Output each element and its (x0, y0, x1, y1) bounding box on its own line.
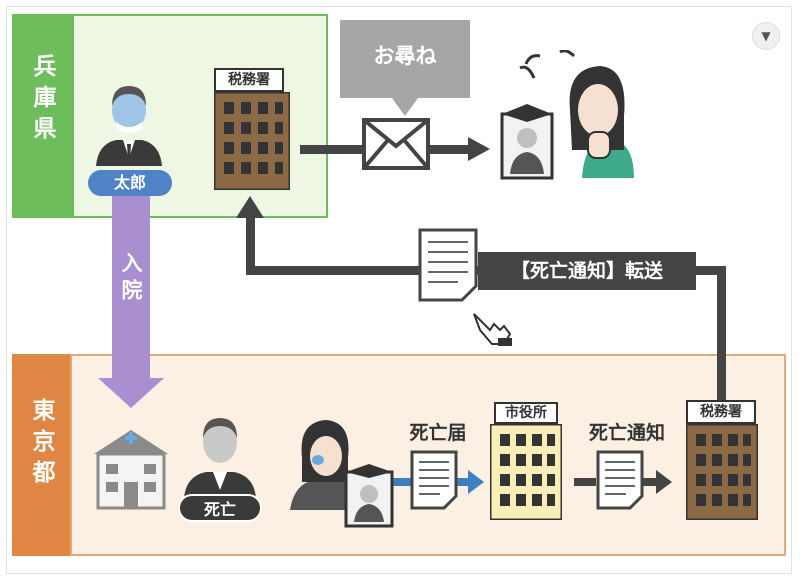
inquiry-arrowhead (468, 137, 490, 161)
city-hall-label: 市役所 (494, 402, 558, 424)
report-line (388, 478, 412, 486)
hospitalization-arrow (98, 196, 164, 408)
hyogo-label: 兵庫県 (29, 54, 55, 147)
envelope-icon (362, 118, 430, 170)
notice-line-2 (640, 478, 658, 486)
forward-line-vertical (717, 266, 726, 400)
taro-person-icon (96, 86, 162, 166)
tokyo-tax-office-building-icon (686, 424, 758, 520)
inquiry-label: お尋ね (373, 44, 437, 68)
hospital-icon (94, 430, 168, 510)
inquiry-line (300, 145, 364, 154)
family-member-icon (290, 420, 394, 528)
notice-line (574, 478, 596, 486)
taro-name-badge: 太郎 (88, 170, 172, 196)
hospitalization-label: 入院 (119, 252, 143, 306)
hand-pointer-icon (473, 313, 512, 346)
forward-label: 【死亡通知】転送 (510, 260, 663, 282)
widow-surprised-icon (500, 50, 634, 180)
report-line-2 (454, 478, 470, 486)
diagram-frame (6, 6, 792, 574)
death-report-label: 死亡届 (409, 422, 467, 444)
inquiry-speech-bubble (340, 20, 470, 116)
forward-arrowhead (236, 196, 264, 218)
tokyo-tax-office-label: 税務署 (686, 400, 756, 424)
death-notice-label: 死亡通知 (588, 422, 665, 444)
chevron-down-icon: ▼ (761, 29, 771, 43)
report-arrowhead (468, 470, 484, 494)
notice-arrowhead (656, 470, 672, 494)
tokyo-band: 東京都 (12, 354, 70, 556)
forward-label-box: 【死亡通知】転送 (478, 252, 696, 290)
forward-line-up (246, 216, 255, 275)
hyogo-tax-office-building-icon (214, 92, 290, 190)
tokyo-label: 東京都 (28, 398, 54, 491)
death-report-document-icon (410, 450, 458, 510)
inquiry-line-2 (430, 145, 470, 154)
death-badge: 死亡 (178, 494, 262, 522)
deceased-person-icon (184, 418, 256, 498)
death-notice-document-icon (596, 450, 644, 510)
city-hall-building-icon (490, 424, 562, 520)
hyogo-band: 兵庫県 (12, 14, 72, 218)
hyogo-tax-office-label: 税務署 (214, 68, 284, 92)
dropdown-button[interactable]: ▼ (752, 22, 780, 50)
forward-document-icon (418, 228, 478, 302)
